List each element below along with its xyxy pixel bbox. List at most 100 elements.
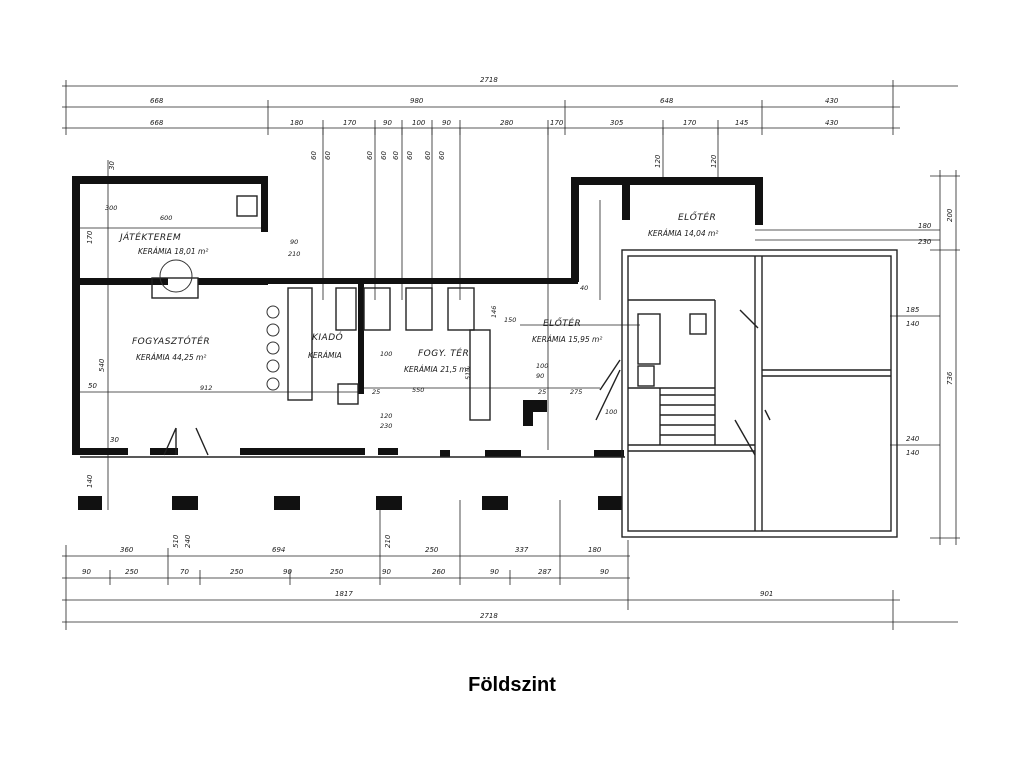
room-area-jatekterem: KERÁMIA 18,01 m² [138,247,208,256]
dim-left-4: 30 [110,436,119,444]
dim-vert-7: 60 [424,151,432,160]
label-150: 150 [504,316,516,324]
dim-bottom1-4: 694 [272,546,285,554]
label-90: 90 [290,238,298,246]
label-550: 550 [412,386,424,394]
label-300: 300 [105,204,117,212]
dim-vert-10: 120 [710,154,718,168]
room-area-fogy-ter: KERÁMIA 21,5 m² [404,365,470,374]
dim-top-4: 430 [825,97,839,105]
label-90b: 90 [536,372,544,380]
dim-right-8: 140 [906,449,920,457]
room-name-kiado: KIADÓ [312,331,343,343]
dim-row2-9: 305 [610,119,624,127]
dim-top-1: 668 [150,97,164,105]
label-230: 230 [380,422,392,430]
dim-vert-2: 60 [324,151,332,160]
dim-top-2: 980 [410,97,424,105]
dim-row2-5: 100 [412,119,426,127]
dim-right-7: 240 [906,435,920,443]
room-area-eloter-2: KERÁMIA 14,04 m² [648,229,718,238]
dim-bottom2-10: 287 [538,568,552,576]
dim-right-4: 185 [906,306,920,314]
dim-bottom1-8: 180 [588,546,602,554]
dim-bottom-overall: 2718 [480,612,498,620]
dim-bottom2-9: 90 [490,568,499,576]
room-area-fogyaszto: KERÁMIA 44,25 m² [136,353,206,362]
dim-bottom1-5: 210 [384,534,392,548]
room-area-kiado: KERÁMIA [308,351,342,360]
dim-row2-11: 145 [735,119,749,127]
room-name-fogy-ter: FOGY. TÉR [418,347,469,359]
dim-row2-1: 668 [150,119,164,127]
dim-row2-8: 170 [550,119,564,127]
plan-caption: Földszint [468,674,556,696]
label-40: 40 [580,284,588,292]
dim-right-1: 200 [946,208,954,222]
dim-vert-1: 60 [310,151,318,160]
dim-top-3: 648 [660,97,674,105]
dim-vert-5: 60 [392,151,400,160]
room-name-eloter-1: ELŐTÉR [543,317,581,329]
bar-stools [159,259,280,391]
dim-bottom2-4: 250 [230,568,244,576]
room-name-jatekterem: JÁTÉKTEREM [118,231,181,243]
dim-vert-6: 60 [406,151,414,160]
dim-bottom2-6: 250 [330,568,344,576]
dim-vert-4: 60 [380,151,388,160]
label-120: 120 [380,412,392,420]
label-600: 600 [160,214,172,222]
dim-left-5: 30 [108,161,116,170]
dim-overall-top: 2718 [480,76,498,84]
dim-left-1: 170 [86,230,94,244]
dim-vert-8: 60 [438,151,446,160]
dim-bottom3-2: 901 [760,590,773,598]
dimension-lines [62,80,960,630]
dim-right-2: 180 [918,222,932,230]
dim-right-6: 736 [946,371,954,385]
dim-bottom2-2: 250 [125,568,139,576]
dim-bottom2-8: 260 [432,568,446,576]
dim-bottom3-1: 1817 [335,590,353,598]
room-name-fogyaszto: FOGYASZTÓTÉR [132,335,210,347]
label-100c: 100 [605,408,617,416]
dim-bottom1-6: 250 [425,546,439,554]
room-name-eloter-2: ELŐTÉR [678,211,716,223]
dim-bottom1-7: 337 [515,546,529,554]
label-100b: 100 [536,362,548,370]
dim-bottom1-1: 360 [120,546,134,554]
label-25b: 25 [538,388,546,396]
dim-vert-9: 120 [654,154,662,168]
label-100: 100 [380,350,392,358]
dim-row2-7: 280 [500,119,514,127]
partition-walls [80,195,898,538]
dim-bottom1-3: 240 [184,534,192,548]
dim-bottom2-7: 90 [382,568,391,576]
label-210: 210 [288,250,300,258]
dim-bottom2-1: 90 [82,568,91,576]
dim-row2-12: 430 [825,119,839,127]
dim-left-2: 540 [98,358,106,372]
dim-bottom2-11: 90 [600,568,609,576]
dim-right-5: 140 [906,320,920,328]
room-area-eloter-1: KERÁMIA 15,95 m² [532,335,602,344]
dim-bottom1-2: 510 [172,534,180,548]
dim-left-6: 140 [86,474,94,488]
walls [72,176,763,510]
dim-row2-10: 170 [683,119,697,127]
dim-bottom2-5: 90 [283,568,292,576]
dim-row2-6: 90 [442,119,451,127]
dim-bottom2-3: 70 [180,568,189,576]
dim-row2-4: 90 [383,119,392,127]
label-510: 510 [464,368,472,380]
label-146: 146 [490,306,498,318]
dim-vert-3: 60 [366,151,374,160]
label-275: 275 [570,388,582,396]
dim-left-3: 50 [88,382,97,390]
label-912: 912 [200,384,212,392]
label-25a: 25 [372,388,380,396]
dim-row2-2: 180 [290,119,304,127]
dim-row2-3: 170 [343,119,357,127]
dim-right-3: 230 [918,238,932,246]
